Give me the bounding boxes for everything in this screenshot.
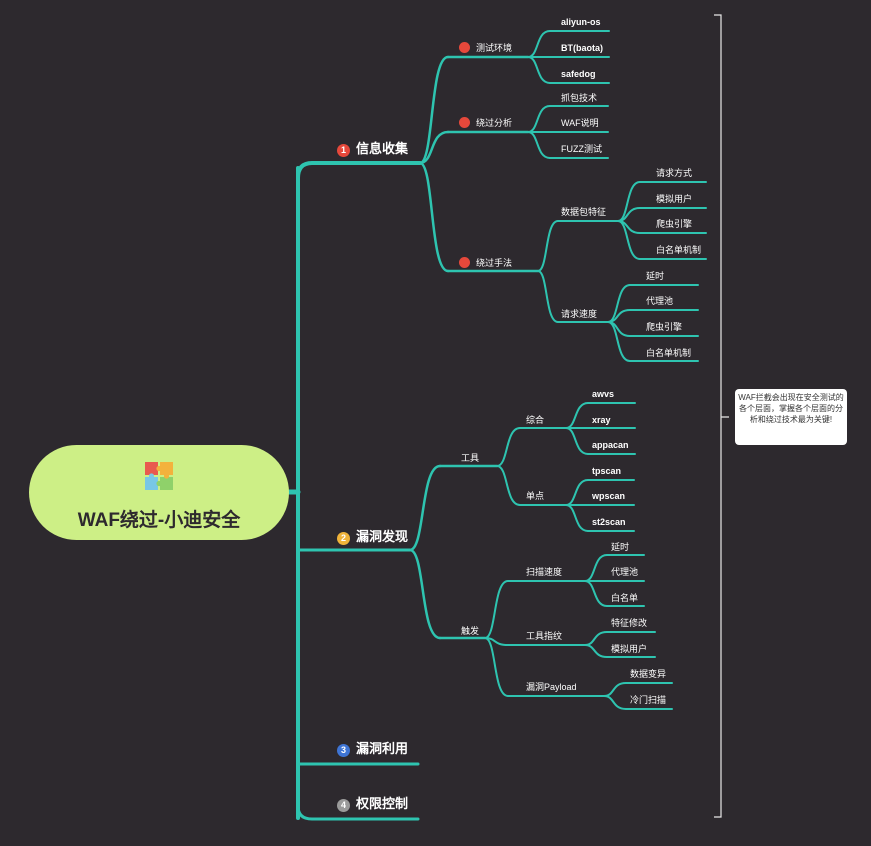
- node-trigger[interactable]: 触发: [461, 626, 480, 636]
- branch-info-line: [296, 161, 422, 180]
- connector: [408, 464, 442, 552]
- leaf-connector: [617, 181, 641, 222]
- leaf-proxy-pool[interactable]: 代理池: [646, 296, 674, 306]
- branch-label: 权限控制: [356, 796, 409, 811]
- leaf-whitelist[interactable]: 白名单机制: [646, 348, 692, 358]
- connector: [418, 130, 450, 165]
- branch-privilege-control[interactable]: 4 权限控制: [337, 797, 408, 812]
- leaf-connector: [584, 644, 608, 658]
- leaf-connector: [565, 427, 589, 455]
- leaf-connector: [584, 631, 608, 646]
- connector: [408, 548, 442, 640]
- leaf-fuzz-test[interactable]: FUZZ测试: [561, 144, 602, 154]
- connector: [418, 55, 450, 165]
- red-dot-icon: [459, 257, 470, 268]
- branch-label: 信息收集: [356, 141, 409, 156]
- leaf-connector: [607, 284, 631, 323]
- leaf-whitelist[interactable]: 白名单机制: [656, 245, 702, 255]
- branch-label: 漏洞利用: [356, 741, 409, 756]
- branch-vuln-discovery[interactable]: 2 漏洞发现: [337, 530, 408, 545]
- connector: [496, 465, 521, 506]
- leaf-connector: [527, 105, 551, 133]
- badge-number-4: 4: [337, 799, 350, 812]
- leaf-connector: [607, 321, 631, 362]
- leaf-connector: [565, 479, 589, 506]
- leaf-connector: [565, 402, 589, 429]
- node-vuln-payload[interactable]: 漏洞Payload: [526, 682, 577, 692]
- branch-info-gathering[interactable]: 1 信息收集: [337, 142, 408, 157]
- connector: [537, 220, 559, 272]
- leaf-waf-explain[interactable]: WAF说明: [561, 118, 599, 128]
- leaf-feature-modify[interactable]: 特征修改: [611, 618, 648, 628]
- leaf-request-method[interactable]: 请求方式: [656, 168, 693, 178]
- node-bypass-methods[interactable]: 绕过手法: [476, 258, 513, 268]
- leaf-xray[interactable]: xray: [592, 415, 611, 425]
- connector: [484, 580, 509, 639]
- connector: [418, 161, 450, 273]
- badge-number-1: 1: [337, 144, 350, 157]
- leaf-connector: [603, 682, 627, 697]
- summary-bracket: [714, 14, 729, 818]
- leaf-st2scan[interactable]: st2scan: [592, 517, 626, 527]
- badge-number-3: 3: [337, 744, 350, 757]
- leaf-connector: [527, 30, 551, 58]
- red-dot-icon: [459, 117, 470, 128]
- leaf-data-mutation[interactable]: 数据变异: [630, 669, 667, 679]
- red-dot-icon: [459, 42, 470, 53]
- leaf-simulate-user[interactable]: 模拟用户: [656, 194, 693, 204]
- node-packet-features[interactable]: 数据包特征: [561, 207, 607, 217]
- root-node[interactable]: WAF绕过-小迪安全: [29, 445, 289, 540]
- leaf-crawler-engine[interactable]: 爬虫引擎: [656, 219, 693, 229]
- leaf-appacan[interactable]: appacan: [592, 440, 629, 450]
- node-request-speed[interactable]: 请求速度: [561, 309, 598, 319]
- leaf-connector: [617, 220, 641, 260]
- leaf-delay[interactable]: 延时: [611, 542, 630, 552]
- leaf-crawler-engine[interactable]: 爬虫引擎: [646, 322, 683, 332]
- leaf-tpscan[interactable]: tpscan: [592, 466, 622, 476]
- connector: [484, 637, 509, 697]
- leaf-connector: [527, 56, 551, 84]
- node-scan-speed[interactable]: 扫描速度: [526, 567, 563, 577]
- connector: [496, 427, 521, 467]
- node-general[interactable]: 综合: [526, 415, 545, 425]
- leaf-connector: [584, 554, 608, 582]
- badge-number-2: 2: [337, 532, 350, 545]
- node-bypass-analysis[interactable]: 绕过分析: [476, 118, 513, 128]
- leaf-packet-capture[interactable]: 抓包技术: [561, 93, 598, 103]
- summary-note[interactable]: WAF拦截会出现在安全测试的各个层面，掌握各个层面的分析和绕过技术最为关键!: [735, 389, 847, 445]
- leaf-wpscan[interactable]: wpscan: [592, 491, 626, 501]
- puzzle-icon: [145, 462, 173, 490]
- node-tool-fingerprint[interactable]: 工具指纹: [526, 631, 563, 641]
- leaf-delay[interactable]: 延时: [646, 271, 665, 281]
- leaf-safedog[interactable]: safedog: [561, 69, 596, 79]
- connector: [537, 270, 559, 323]
- leaf-aliyun-os[interactable]: aliyun-os: [561, 17, 601, 27]
- leaf-whitelist[interactable]: 白名单: [611, 593, 639, 603]
- leaf-rare-scan[interactable]: 冷门扫描: [630, 695, 667, 705]
- leaf-connector: [603, 695, 627, 710]
- leaf-connector: [565, 504, 589, 532]
- leaf-simulate-user[interactable]: 模拟用户: [611, 644, 648, 654]
- branch-label: 漏洞发现: [356, 529, 409, 544]
- branch-privilege-line: [296, 804, 420, 821]
- leaf-proxy-pool[interactable]: 代理池: [611, 567, 639, 577]
- node-test-env[interactable]: 测试环境: [476, 43, 513, 53]
- leaf-connector: [584, 580, 608, 607]
- leaf-connector: [527, 131, 551, 159]
- leaf-bt-baota[interactable]: BT(baota): [561, 43, 603, 53]
- root-title: WAF绕过-小迪安全: [77, 510, 241, 531]
- node-single[interactable]: 单点: [526, 491, 545, 501]
- leaf-awvs[interactable]: awvs: [592, 389, 615, 399]
- node-tools[interactable]: 工具: [461, 453, 480, 463]
- branch-vuln-exploit[interactable]: 3 漏洞利用: [337, 742, 408, 757]
